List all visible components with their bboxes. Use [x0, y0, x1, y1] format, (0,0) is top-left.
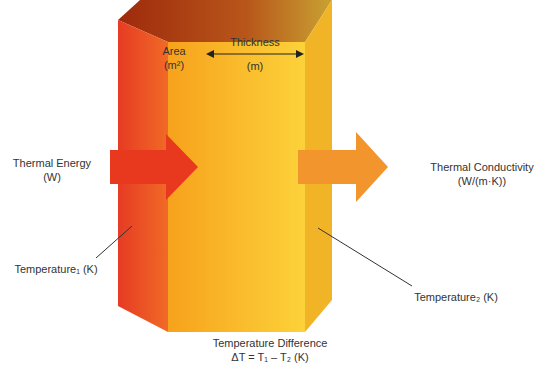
- slab-side-face: [168, 42, 305, 332]
- heat-in-arrow: [110, 134, 198, 200]
- thickness-arrow: [206, 50, 304, 58]
- leader-line: [318, 228, 412, 286]
- area-label: Area (m²): [152, 44, 196, 72]
- leader-line: [96, 226, 132, 258]
- heat-out-arrow: [298, 132, 388, 202]
- conductivity-label: Thermal Conductivity (W/(m·K)): [425, 160, 539, 188]
- difference-label: Temperature Difference ΔT = T₁ – T₂ (K): [206, 336, 334, 364]
- thickness-label: Thickness (m): [222, 30, 288, 78]
- temperature-label: Temperature₂ (K): [414, 290, 498, 304]
- energy-label: Thermal Energy (W): [6, 156, 98, 184]
- temperature-label: Temperature₁ (K): [14, 262, 98, 276]
